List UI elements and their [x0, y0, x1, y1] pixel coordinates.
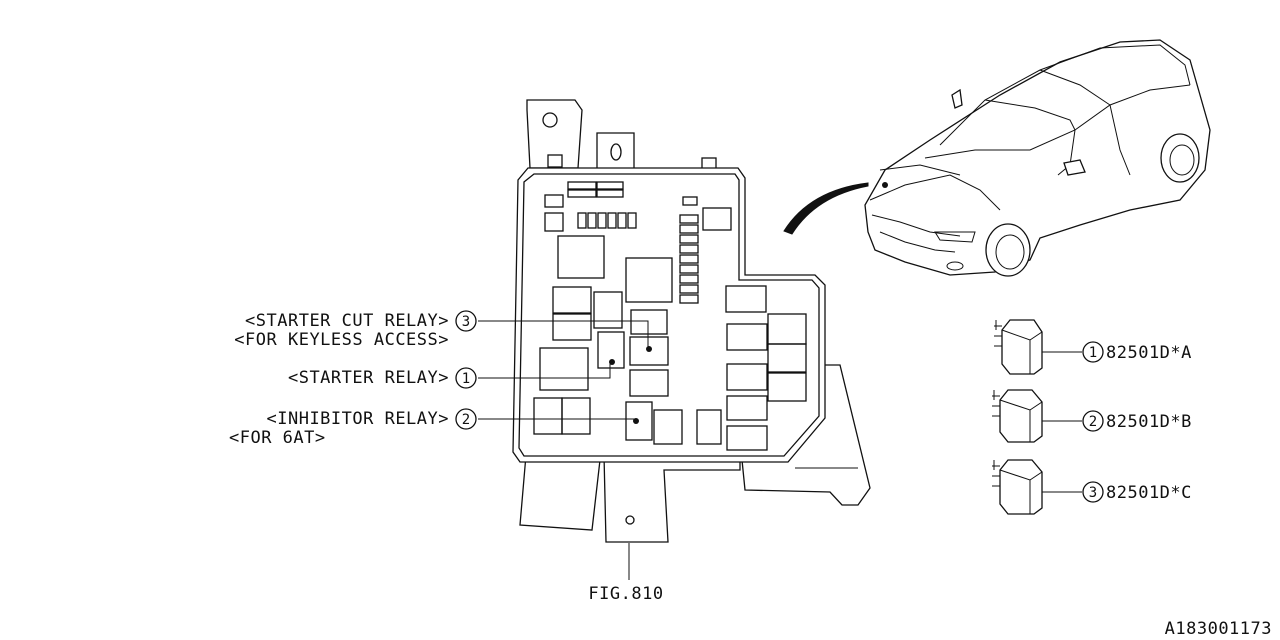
callout-number-circle — [455, 367, 477, 389]
part-number-circle — [1082, 481, 1104, 503]
part-number-circle — [1082, 341, 1104, 363]
callout-sublabel: <FOR 6AT> — [229, 428, 326, 448]
callout-label: <STARTER RELAY> — [288, 368, 449, 388]
callout-starter-cut-relay: <STARTER CUT RELAY> <FOR KEYLESS ACCESS>… — [234, 310, 477, 350]
diagram-id: A183001173 — [1165, 619, 1272, 639]
callout-number: 3 — [462, 314, 470, 330]
part-number[interactable]: 82501D*B — [1106, 412, 1192, 432]
callout-sublabel: <FOR KEYLESS ACCESS> — [234, 330, 449, 350]
callout-starter-relay: <STARTER RELAY> 1 — [288, 367, 477, 389]
figure-reference[interactable]: FIG.810 — [588, 584, 663, 604]
callout-number-circle — [455, 408, 477, 430]
relay-part-3: 3 82501D*C — [992, 459, 1192, 515]
callout-leaders — [478, 320, 649, 580]
part-index: 3 — [1089, 485, 1097, 501]
callout-number: 2 — [462, 412, 470, 428]
part-number[interactable]: 82501D*C — [1106, 483, 1192, 503]
callout-inhibitor-relay: <INHIBITOR RELAY> <FOR 6AT> 2 — [229, 408, 477, 448]
relay-part-1: 1 82501D*A — [994, 319, 1192, 375]
car-illustration — [783, 39, 1211, 277]
fuse-box-illustration — [512, 99, 871, 543]
relay-part-2: 2 82501D*B — [992, 389, 1192, 443]
relay-icon — [992, 459, 1043, 515]
callout-number: 1 — [462, 371, 470, 387]
callout-label: <STARTER CUT RELAY> — [245, 311, 449, 331]
part-index: 1 — [1089, 345, 1097, 361]
relay-icon — [992, 389, 1043, 443]
part-number[interactable]: 82501D*A — [1106, 343, 1192, 363]
part-index: 2 — [1089, 414, 1097, 430]
part-number-circle — [1082, 410, 1104, 432]
callout-label: <INHIBITOR RELAY> — [267, 409, 450, 429]
callout-number-circle — [455, 310, 477, 332]
relay-icon — [994, 319, 1043, 375]
